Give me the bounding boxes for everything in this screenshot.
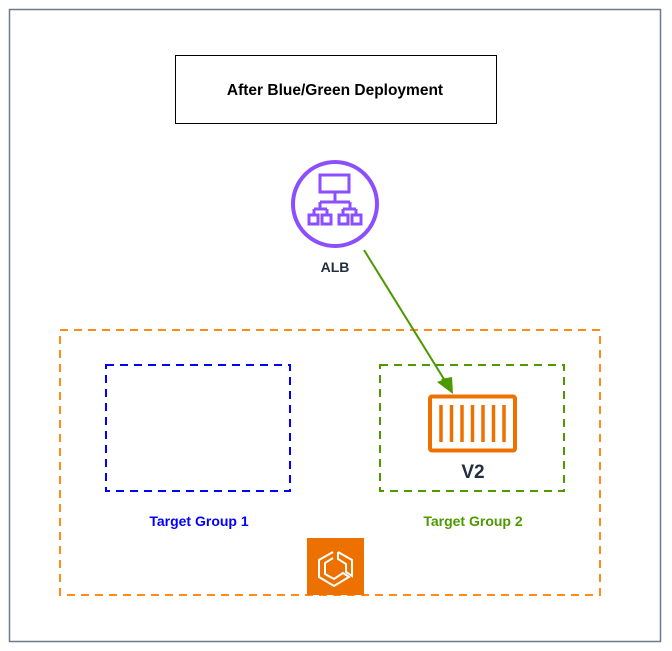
- traffic-arrow: [363, 249, 453, 394]
- load-balancer-icon: [307, 173, 363, 226]
- ecs-service-group: [59, 329, 601, 596]
- target-group-1[interactable]: Target Group 1: [105, 364, 291, 529]
- target-group-2[interactable]: Target Group 2: [379, 364, 565, 529]
- target-group-1-label: Target Group 1: [149, 513, 249, 529]
- container-label: V2: [461, 462, 484, 483]
- container-icon: [428, 394, 517, 453]
- target-group-2-box: [379, 364, 565, 492]
- target-group-1-box: [105, 364, 291, 492]
- title-box: After Blue/Green Deployment: [175, 55, 497, 124]
- alb-node[interactable]: ALB: [291, 160, 379, 275]
- ecs-icon: [307, 538, 364, 595]
- alb-label: ALB: [321, 259, 350, 275]
- container-v2[interactable]: V2: [428, 394, 517, 484]
- title-text: After Blue/Green Deployment: [227, 82, 443, 99]
- target-group-2-label: Target Group 2: [423, 513, 523, 529]
